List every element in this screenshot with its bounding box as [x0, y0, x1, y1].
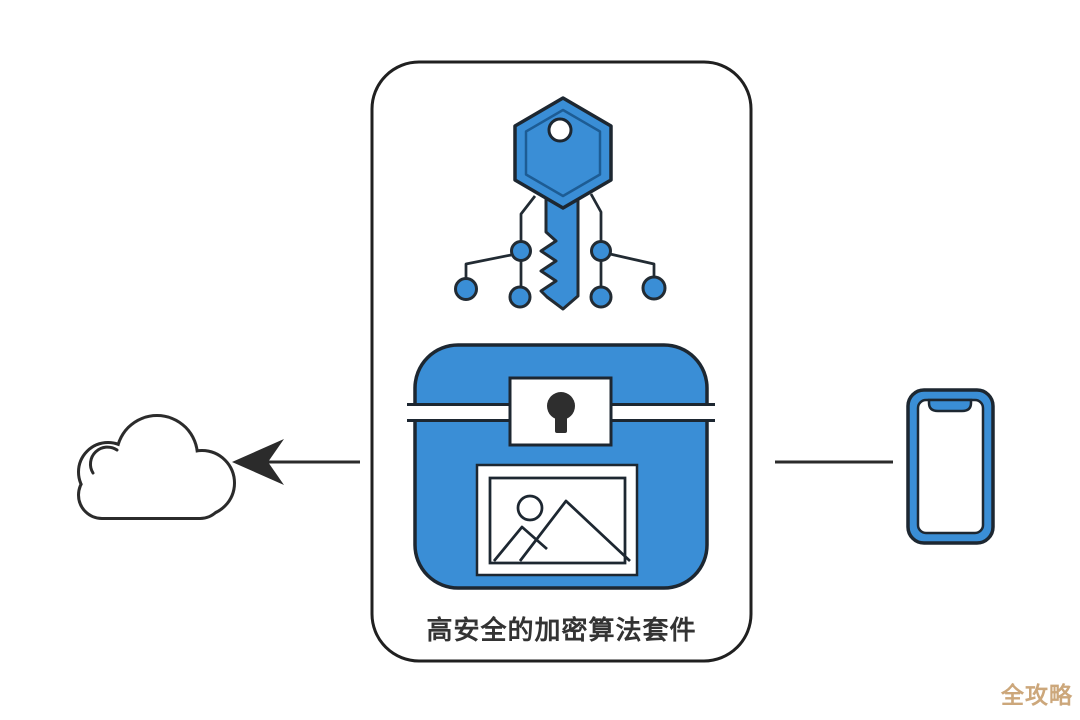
key-head-inner-hexagon: [524, 108, 602, 198]
cloud-detail-arc: [88, 445, 119, 475]
keyhole-icon: [547, 392, 575, 433]
arrow-to-cloud: [232, 439, 360, 485]
key-head-hexagon: [513, 96, 613, 210]
smartphone-icon: [906, 388, 995, 545]
key-shaft: [539, 186, 580, 311]
cloud-icon: [77, 414, 236, 520]
key-hole: [547, 117, 573, 143]
encryption-key-icon: [454, 96, 667, 311]
key-circuit-lines: [464, 193, 656, 288]
left-arrowhead-icon: [232, 439, 284, 485]
image-placeholder-icon: [475, 463, 639, 577]
phone-notch: [927, 398, 973, 413]
lock-plate: [508, 376, 613, 447]
key-circuit-nodes: [454, 240, 667, 309]
watermark: 全攻略: [1001, 682, 1073, 708]
phone-screen: [916, 398, 985, 535]
locked-box-icon: [407, 343, 715, 590]
suite-caption: 高安全的加密算法套件: [426, 615, 697, 645]
